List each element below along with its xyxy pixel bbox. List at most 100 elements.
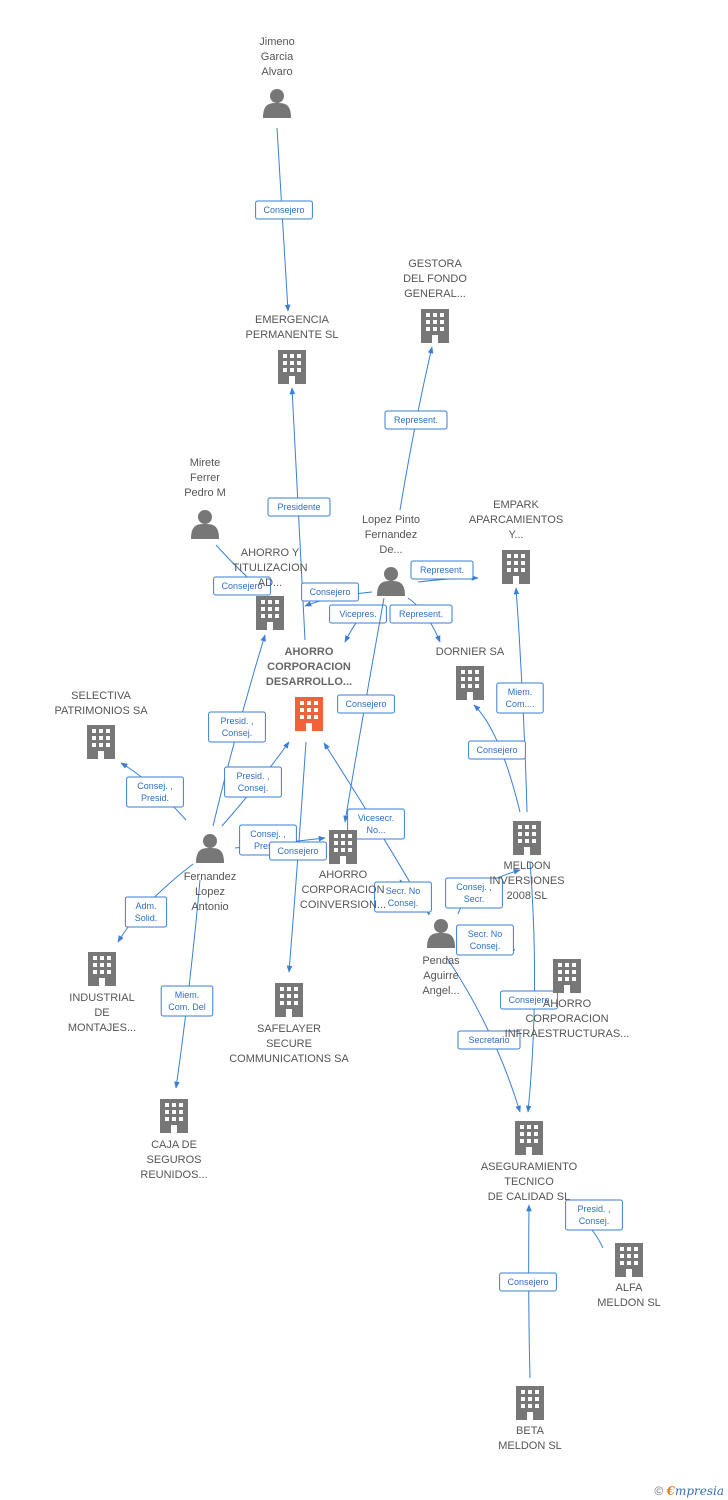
- node-label: Pedro M: [184, 487, 226, 499]
- edge-label-text: Miem.: [508, 687, 533, 697]
- edge-label[interactable]: Consejero: [213, 576, 271, 596]
- node-label: TECNICO: [504, 1176, 554, 1188]
- edge-label[interactable]: Represent.: [384, 410, 448, 430]
- node-label: MELDON SL: [498, 1440, 562, 1452]
- node-label: MONTAJES...: [68, 1022, 136, 1034]
- node-ahorro_des[interactable]: AHORROCORPORACIONDESARROLLO...: [266, 646, 352, 731]
- node-label: INFRAESTRUCTURAS...: [505, 1028, 630, 1040]
- brand-logo[interactable]: €mpresia: [667, 1484, 724, 1498]
- edge-label-text: Presid. ,: [577, 1204, 610, 1214]
- edge-label[interactable]: Consejero: [468, 740, 526, 760]
- node-label: ALFA: [616, 1282, 644, 1294]
- node-label: AHORRO: [285, 646, 334, 658]
- edge-meldon_inv-empark: Miem.Com....: [496, 587, 544, 813]
- edge-label-text: No...: [366, 825, 385, 835]
- node-label: PATRIMONIOS SA: [54, 705, 148, 717]
- edge-pendas-ahorro_des: Vicesecr. No...: [323, 742, 430, 916]
- node-label: SEGUROS: [146, 1154, 201, 1166]
- edge-label-text: Consej.: [388, 898, 419, 908]
- node-industrial[interactable]: INDUSTRIALDEMONTAJES...: [68, 952, 136, 1034]
- edge-label[interactable]: Represent.: [389, 604, 453, 624]
- edge-label[interactable]: Presid. ,Consej.: [208, 711, 266, 743]
- building-icon: [615, 1243, 643, 1277]
- node-label: DESARROLLO...: [266, 676, 352, 688]
- edge-label[interactable]: Vicesecr. No...: [347, 808, 405, 840]
- edge-label-box: [269, 841, 327, 861]
- edge-label-text: Consejero: [476, 745, 517, 755]
- edge-label[interactable]: Consejero: [269, 841, 327, 861]
- edge-lopez-dornier: Represent.: [389, 597, 453, 643]
- edge-label[interactable]: Consej. ,Presid.: [126, 776, 184, 808]
- node-label: APARCAMIENTOS: [469, 514, 563, 526]
- edge-label-box: [255, 200, 313, 220]
- node-label: Garcia: [261, 51, 294, 63]
- building-icon: [295, 697, 323, 731]
- node-label: DE: [94, 1007, 109, 1019]
- edge-fernandez-industrial: Adm.Solid.: [117, 863, 194, 943]
- edge-label[interactable]: Consej. ,Secr.: [445, 877, 503, 909]
- edge-ahorro_des-ahorro_tit: Consejero: [301, 582, 373, 607]
- node-label: Aguirre: [423, 970, 458, 982]
- node-dornier[interactable]: DORNIER SA: [436, 646, 505, 700]
- node-ahorro_inf[interactable]: AHORROCORPORACIONINFRAESTRUCTURAS...: [505, 959, 630, 1040]
- edge-label[interactable]: Consejero: [301, 582, 359, 602]
- edge-label-text: Presidente: [277, 502, 320, 512]
- footer-brand: © €mpresia: [654, 1484, 724, 1498]
- edge-label-box: [213, 576, 271, 596]
- edge-label[interactable]: Miem.Com. Del: [160, 985, 214, 1017]
- node-label: EMPARK: [493, 499, 539, 511]
- node-caja[interactable]: CAJA DESEGUROSREUNIDOS...: [140, 1099, 208, 1181]
- node-label: Angel...: [422, 985, 459, 997]
- node-label: BETA: [516, 1425, 545, 1437]
- edge-label[interactable]: Presidente: [267, 497, 331, 517]
- edge-label[interactable]: Consejero: [500, 990, 558, 1010]
- edge-jimeno-emergencia: Consejero: [255, 127, 313, 312]
- node-empark[interactable]: EMPARKAPARCAMIENTOSY...: [469, 499, 563, 584]
- edge-label-box: [301, 582, 359, 602]
- node-label: Pendas: [422, 955, 460, 967]
- node-ahorro_coin[interactable]: AHORROCORPORACIONCOINVERSION...: [300, 830, 386, 911]
- node-lopez[interactable]: Lopez PintoFernandezDe...: [362, 514, 420, 596]
- edge-label[interactable]: Consejero: [337, 694, 395, 714]
- node-ahorro_tit[interactable]: AHORRO YTITULIZACIONAD...: [232, 547, 308, 630]
- edge-label-text: Consejero: [309, 587, 350, 597]
- edge-label[interactable]: Secretario: [457, 1030, 521, 1050]
- node-beta[interactable]: BETA MELDON SL: [498, 1386, 562, 1452]
- building-icon: [160, 1099, 188, 1133]
- brand-logo-initial: €: [666, 1484, 675, 1498]
- edge-label-box: [126, 776, 184, 808]
- edge-lopez-ahorro_coin: Consejero: [337, 597, 395, 823]
- edge-label[interactable]: Presid. ,Consej.: [224, 766, 282, 798]
- edge-label-text: Consejero: [345, 699, 386, 709]
- brand-logo-text: mpresia: [674, 1484, 724, 1498]
- node-label: SELECTIVA: [71, 690, 131, 702]
- edge-label-box: [468, 740, 526, 760]
- edge-label-text: Presid. ,: [236, 771, 269, 781]
- edge-label[interactable]: Miem.Com....: [496, 682, 544, 714]
- edge-label[interactable]: Adm.Solid.: [124, 896, 168, 928]
- node-label: COMMUNICATIONS SA: [229, 1053, 349, 1065]
- edge-label-box: [565, 1199, 623, 1231]
- node-label: AHORRO: [319, 869, 368, 881]
- edge-label[interactable]: Presid. ,Consej.: [565, 1199, 623, 1231]
- edge-label[interactable]: Represent.: [410, 560, 474, 580]
- edge-label[interactable]: Consejero: [255, 200, 313, 220]
- edge-label[interactable]: Vicepres.: [329, 604, 387, 624]
- node-pendas[interactable]: PendasAguirreAngel...: [422, 919, 460, 997]
- edge-label-text: Represent.: [399, 609, 443, 619]
- node-selectiva[interactable]: SELECTIVA PATRIMONIOS SA: [54, 690, 148, 759]
- edge-label-text: Consejero: [507, 1277, 548, 1287]
- edge-label-text: Vicesecr.: [358, 813, 394, 823]
- edge-label[interactable]: Consejero: [499, 1272, 557, 1292]
